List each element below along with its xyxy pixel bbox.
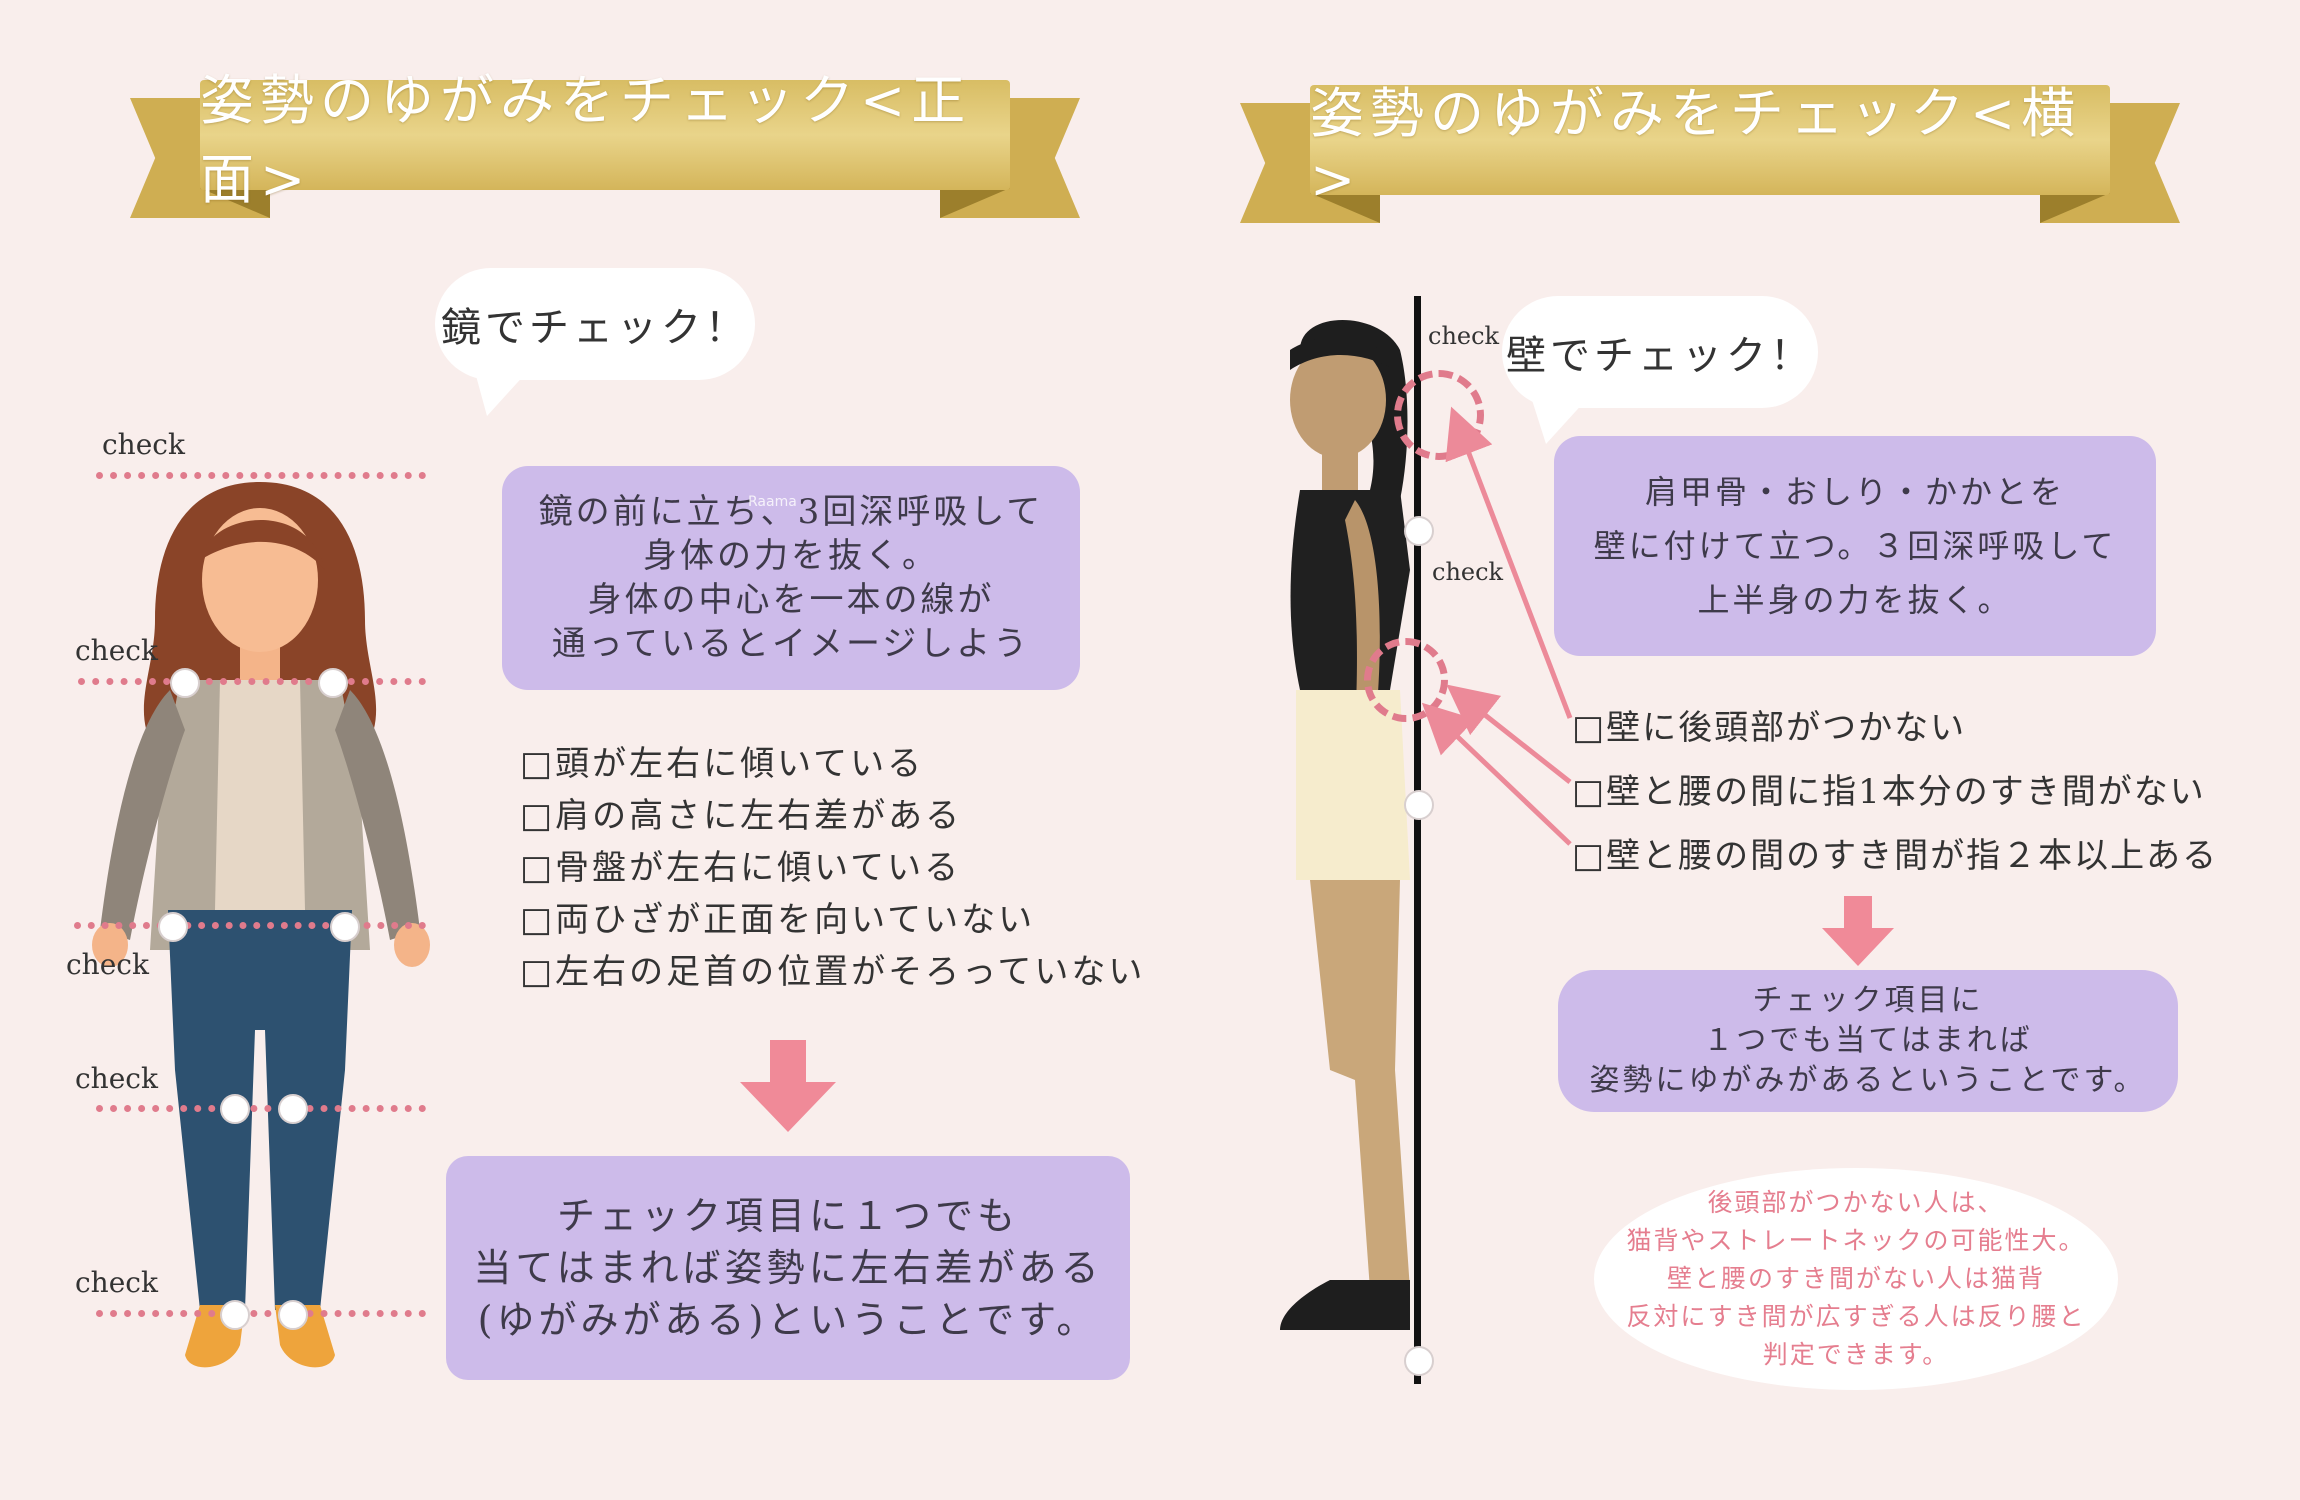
marker-dot	[278, 1094, 308, 1124]
list-item: □壁と腰の間のすき間が指２本以上ある	[1572, 836, 2219, 876]
front-banner-title: 姿勢のゆがみをチェック<正面>	[200, 69, 1010, 211]
check-line-knee	[96, 1105, 426, 1112]
front-posture-figure	[92, 482, 430, 1368]
wall-line	[1414, 296, 1421, 1384]
mirror-check-bubble: 鏡でチェック！	[435, 268, 755, 416]
wall-instruction-box: 肩甲骨・おしり・かかとを 壁に付けて立つ。３回深呼吸して 上半身の力を抜く。	[1554, 436, 2156, 656]
marker-dot	[318, 668, 348, 698]
down-arrow-icon	[1822, 896, 1894, 966]
check-label: check	[66, 948, 149, 981]
check-label: check	[102, 428, 185, 461]
down-arrow-icon	[740, 1040, 836, 1132]
wall-check-text: 壁でチェック！	[1506, 333, 1814, 379]
mirror-check-text: 鏡でチェック！	[441, 305, 749, 351]
list-item: □左右の足首の位置がそろっていない	[520, 952, 1146, 992]
watermark: Raama	[748, 494, 797, 510]
pointer-arrows	[1421, 406, 1573, 846]
check-label: check	[75, 634, 158, 667]
marker-dot	[278, 1300, 308, 1330]
waist-check-circle	[1364, 638, 1448, 722]
check-label: check	[1432, 558, 1504, 586]
side-banner-title: 姿勢のゆがみをチェック<横>	[1310, 82, 2110, 211]
marker-dot	[220, 1094, 250, 1124]
list-item: □肩の高さに左右差がある	[520, 796, 963, 836]
judgement-note: 後頭部がつかない人は、 猫背やストレートネックの可能性大。 壁と腰のすき間がない…	[1594, 1168, 2118, 1390]
list-item: □壁に後頭部がつかない	[1572, 708, 1967, 748]
marker-dot	[1404, 1346, 1434, 1376]
check-label: check	[75, 1266, 158, 1299]
check-label: check	[1428, 322, 1500, 350]
front-check-banner: 姿勢のゆがみをチェック<正面>	[130, 69, 1080, 220]
marker-dot	[1404, 790, 1434, 820]
mirror-instruction-box: 鏡の前に立ち、3回深呼吸して 身体の力を抜く。 身体の中心を一本の線が 通ってい…	[502, 466, 1080, 690]
check-line-shoulder	[78, 678, 426, 685]
check-line-ankle	[96, 1310, 426, 1317]
list-item: □両ひざが正面を向いていない	[520, 900, 1036, 940]
check-label: check	[75, 1062, 158, 1095]
check-line-pelvis	[74, 922, 426, 929]
front-checklist: □頭が左右に傾いている □肩の高さに左右差がある □骨盤が左右に傾いている □両…	[520, 738, 1145, 998]
marker-dot	[1404, 516, 1434, 546]
marker-dot	[330, 912, 360, 942]
list-item: □頭が左右に傾いている	[520, 744, 925, 784]
side-result-box: チェック項目に １つでも当てはまれば 姿勢にゆがみがあるということです。	[1558, 970, 2178, 1112]
marker-dot	[170, 668, 200, 698]
list-item: □壁と腰の間に指1本分のすき間がない	[1572, 772, 2206, 812]
wall-check-bubble: 壁でチェック！	[1502, 296, 1818, 444]
side-checklist: □壁に後頭部がつかない □壁と腰の間に指1本分のすき間がない □壁と腰の間のすき…	[1572, 696, 2218, 888]
side-posture-figure	[1280, 320, 1410, 1330]
list-item: □骨盤が左右に傾いている	[520, 848, 962, 888]
check-line-head	[96, 472, 426, 479]
front-result-box: チェック項目に１つでも 当てはまれば姿勢に左右差がある (ゆがみがある)というこ…	[446, 1156, 1130, 1380]
side-check-banner: 姿勢のゆがみをチェック<横>	[1240, 82, 2180, 225]
marker-dot	[158, 912, 188, 942]
marker-dot	[220, 1300, 250, 1330]
